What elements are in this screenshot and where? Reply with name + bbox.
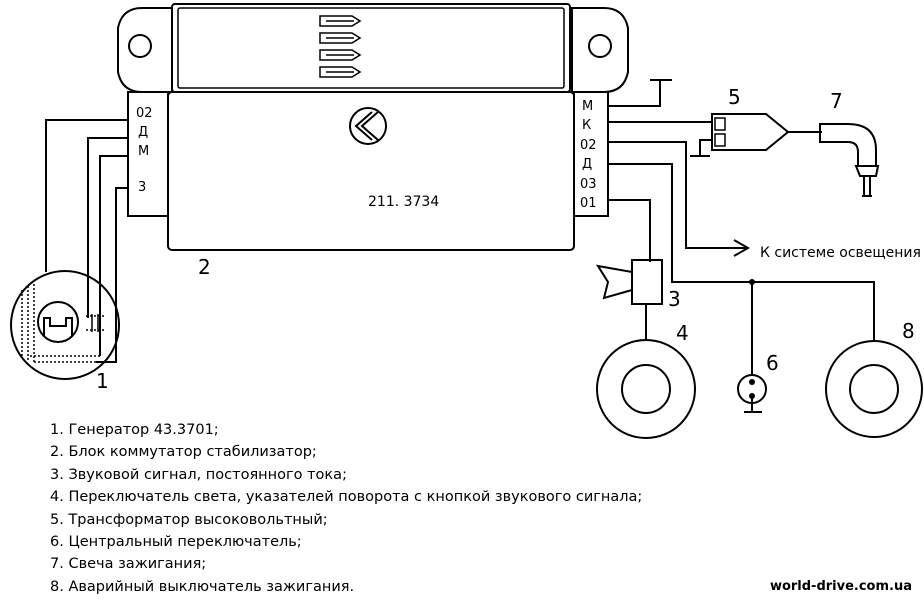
left-terminal-m: М (138, 144, 149, 159)
generator: 1 (10, 270, 120, 393)
legend-item: 6. Центральный переключатель; (50, 534, 302, 551)
cooling-fins (319, 15, 362, 78)
legend-item: 2. Блок коммутатор стабилизатор; (50, 444, 317, 461)
manufacturer-logo (349, 107, 387, 145)
left-terminal-strip (127, 91, 169, 217)
legend-item: 5. Трансформатор высоковольтный; (50, 511, 328, 528)
callout-5: 5 (728, 85, 741, 109)
right-wires (608, 79, 875, 376)
callout-6: 6 (766, 351, 779, 375)
block-model-label: 211. 3734 (368, 194, 439, 210)
stabilizer-block: 211. 3734 02 Д М 3 М К 02 Д 03 01 2 (117, 3, 629, 279)
legend-item: 1. Генератор 43.3701; (50, 422, 219, 438)
left-terminal-3: 3 (138, 180, 146, 195)
right-terminal-strip (573, 91, 609, 217)
central-switch: 6 (737, 351, 779, 413)
ignition-transformer: 5 (690, 85, 822, 157)
callout-2: 2 (198, 255, 211, 279)
legend-item: 3. Звуковой сигнал, постоянного тока; (50, 466, 347, 483)
right-terminal-03: 03 (580, 177, 597, 192)
right-terminal-01: 01 (580, 196, 597, 211)
watermark: world-drive.com.ua (769, 579, 912, 594)
horn: 3 (595, 259, 681, 340)
spark-plug: 7 (819, 89, 880, 197)
generator-wires (45, 119, 128, 363)
light-switch: 4 (596, 321, 696, 439)
callout-1: 1 (96, 369, 109, 393)
emergency-switch: 8 (825, 319, 923, 438)
junction-dot (749, 279, 755, 285)
callout-3: 3 (668, 287, 681, 311)
right-terminal-k: К (582, 118, 591, 133)
lighting-arrow-label: К системе освещения (760, 245, 921, 261)
callout-7: 7 (830, 89, 843, 113)
right-terminal-02: 02 (580, 138, 597, 153)
legend-item: 8. Аварийный выключатель зажигания. (50, 578, 355, 595)
callout-8: 8 (902, 319, 915, 343)
left-terminal-02: 02 (136, 106, 153, 121)
left-mount-hole (128, 34, 152, 58)
component-legend: 1. Генератор 43.3701; 2. Блок коммутатор… (50, 419, 642, 598)
left-terminal-d: Д (138, 125, 148, 140)
legend-item: 7. Свеча зажигания; (50, 556, 207, 573)
right-terminal-d: Д (582, 157, 592, 172)
legend-item: 4. Переключатель света, указателей повор… (50, 489, 643, 506)
right-terminal-m: М (582, 99, 593, 114)
right-mount-hole (588, 34, 612, 58)
callout-4: 4 (676, 321, 689, 345)
